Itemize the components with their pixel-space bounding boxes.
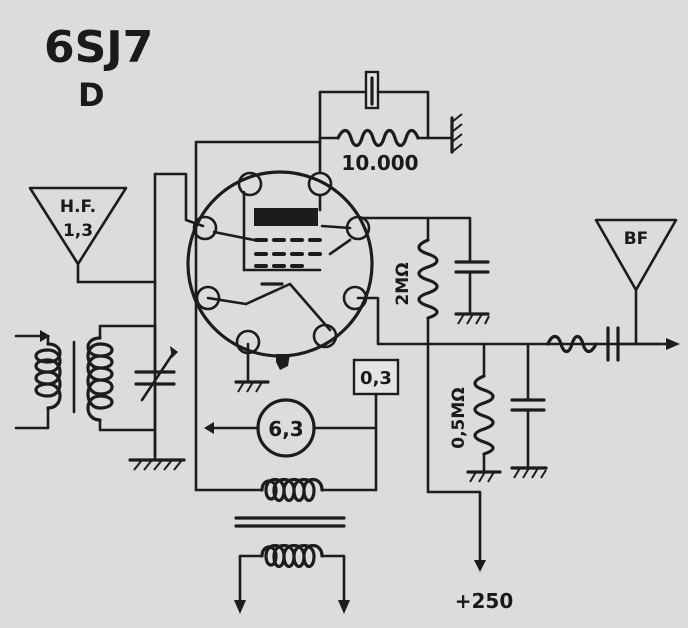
filament-current-label: 0,3 bbox=[360, 368, 392, 389]
cathode-wire bbox=[194, 140, 322, 492]
supply-arrow bbox=[474, 558, 486, 572]
tube-type-title: 6SJ7 bbox=[44, 22, 153, 73]
tuning-capacitor bbox=[134, 324, 178, 432]
filament-current-box bbox=[352, 358, 400, 492]
pilot-lamp bbox=[204, 398, 378, 458]
ground-symbol-tube bbox=[234, 380, 270, 393]
cathode-resistor bbox=[318, 128, 454, 148]
tube-variant-label: D bbox=[78, 76, 105, 114]
supply-voltage-label: +250 bbox=[455, 589, 514, 613]
bf-output-triangle bbox=[594, 218, 678, 292]
bf-label: BF bbox=[624, 229, 649, 249]
ground-symbol-input bbox=[128, 428, 186, 471]
anode-resistor-label: 2MΩ bbox=[393, 262, 413, 305]
filament-transformer bbox=[194, 477, 378, 614]
output-filter-capacitor bbox=[510, 342, 548, 479]
hf-label-line1: H.F. bbox=[60, 197, 96, 217]
tube-envelope bbox=[186, 170, 374, 382]
screen-capacitor bbox=[454, 260, 490, 325]
anode-resistor bbox=[417, 238, 439, 320]
cathode-resistor-label: 10.000 bbox=[341, 151, 418, 175]
hf-label-line2: 1,3 bbox=[63, 221, 93, 241]
hf-input-triangle bbox=[28, 186, 128, 284]
ground-symbol-screen-resistor bbox=[466, 470, 502, 483]
screen-resistor-label: 0,5MΩ bbox=[449, 387, 469, 448]
plate-wires bbox=[356, 216, 662, 562]
coupling-capacitor bbox=[606, 288, 680, 362]
screen-resistor bbox=[473, 342, 495, 472]
cathode-bypass-capacitor bbox=[318, 70, 430, 144]
input-transformer bbox=[14, 324, 157, 432]
output-choke bbox=[546, 334, 598, 354]
ground-symbol-cathode bbox=[450, 113, 463, 154]
filament-voltage-label: 6,3 bbox=[268, 417, 303, 441]
